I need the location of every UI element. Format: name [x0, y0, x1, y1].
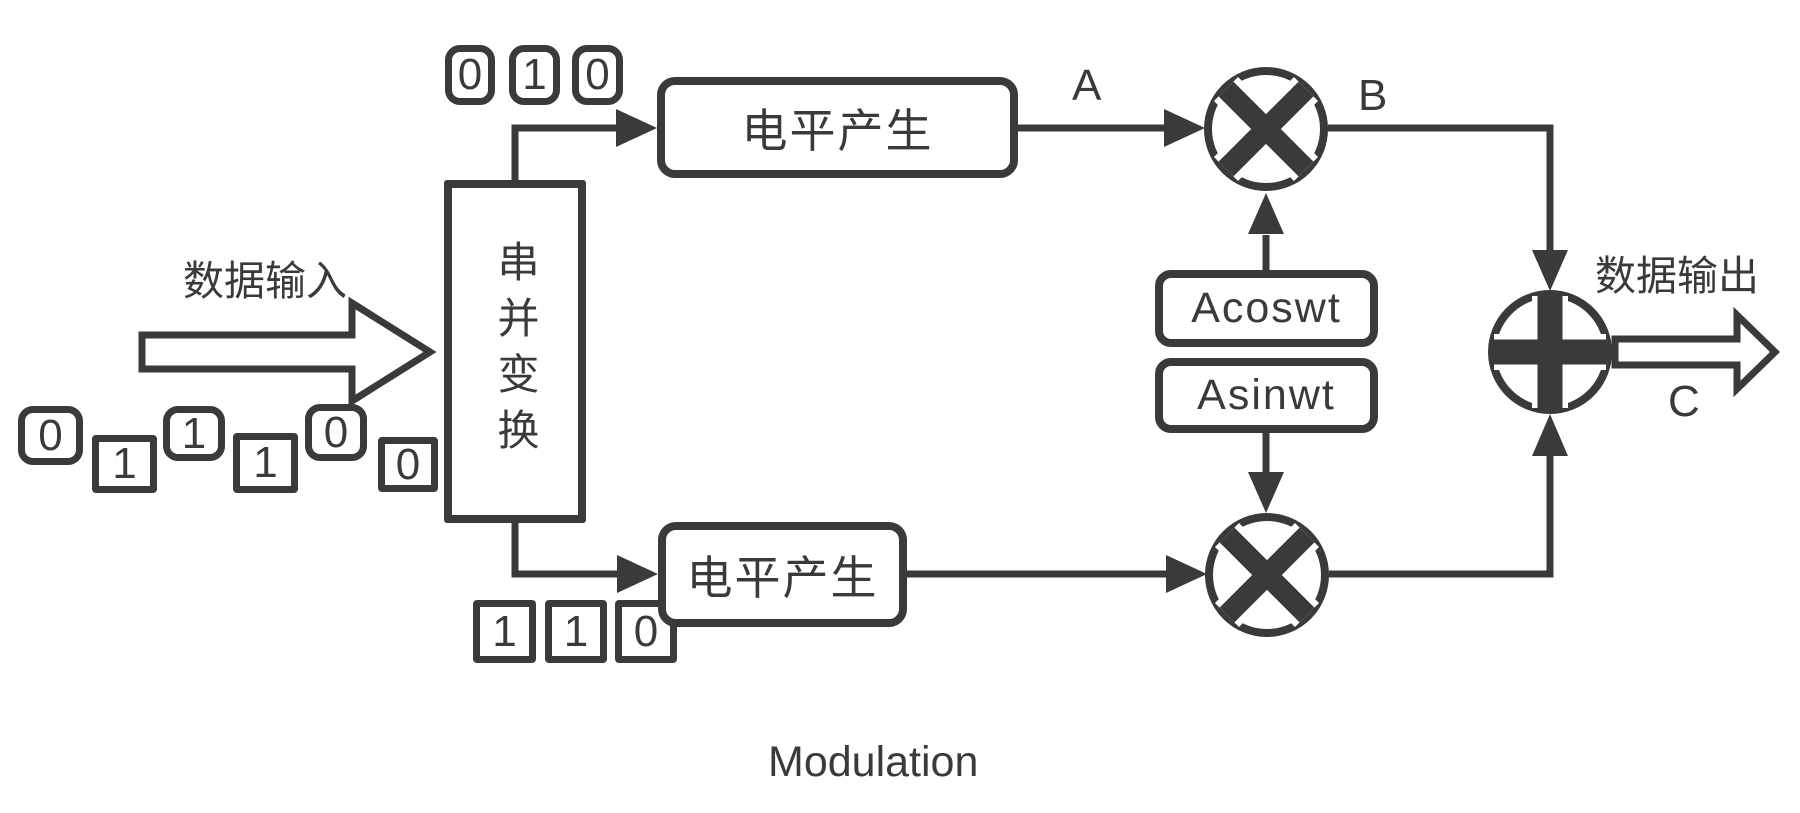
input-bit-2-value: 1	[112, 439, 137, 488]
input-bit-3-value: 1	[181, 408, 207, 458]
level-generator-top-label: 电平产生	[741, 104, 934, 157]
carrier-sin-label: Asinwt	[1197, 371, 1336, 419]
i-branch-bit-2: 1	[509, 45, 560, 105]
input-bit-6-value: 0	[395, 439, 421, 489]
q-branch-bit-2: 1	[545, 600, 607, 663]
q-branch-bit-1-value: 1	[492, 606, 517, 656]
data-input-label: 数据输入	[183, 258, 347, 304]
input-bit-2: 1	[92, 435, 157, 493]
connector-sp-to-levelgen-bottom	[511, 521, 619, 578]
node-b-label: B	[1358, 71, 1388, 120]
arrowhead-into-adder-top	[1532, 250, 1568, 291]
input-bit-5: 0	[305, 404, 367, 461]
arrowhead-into-levelgen-top	[616, 109, 657, 147]
input-bit-4: 1	[233, 433, 298, 493]
node-a-label: A	[1072, 61, 1102, 110]
q-branch-bit-3-value: 0	[633, 606, 659, 656]
i-branch-bit-1: 0	[445, 45, 495, 105]
level-generator-top-box: 电平产生	[657, 77, 1018, 178]
input-bit-6: 0	[378, 437, 438, 492]
carrier-cos-box: Acoswt	[1155, 270, 1378, 347]
data-output-label: 数据输出	[1595, 253, 1759, 299]
carrier-cos-label: Acoswt	[1191, 284, 1342, 332]
i-branch-bit-3: 0	[572, 45, 623, 105]
node-c-label: C	[1668, 377, 1700, 426]
diagram-title: Modulation	[768, 738, 979, 786]
q-branch-bit-1: 1	[473, 600, 536, 663]
level-generator-bottom-box: 电平产生	[658, 522, 907, 627]
arrowhead-into-adder-bottom	[1532, 414, 1568, 456]
connector-sp-to-levelgen-top	[511, 124, 618, 182]
data-output-arrow-icon	[1611, 306, 1781, 398]
input-bit-1: 0	[18, 406, 83, 465]
q-branch-bit-2-value: 1	[563, 606, 589, 656]
i-branch-bit-3-value: 0	[585, 50, 610, 99]
input-bit-3: 1	[163, 406, 225, 461]
data-input-arrow-icon	[138, 296, 437, 408]
carrier-sin-box: Asinwt	[1155, 358, 1378, 433]
arrowhead-into-mixer-bottom	[1166, 555, 1207, 593]
q-branch-bit-3: 0	[615, 600, 677, 663]
adder-icon	[1488, 290, 1612, 414]
input-bit-5-value: 0	[323, 407, 349, 457]
arrowhead-into-mixer-top-from-acoswt	[1248, 193, 1284, 234]
input-bit-4-value: 1	[253, 438, 278, 487]
multiplier-top-icon	[1204, 67, 1328, 191]
input-bit-1-value: 0	[38, 410, 63, 460]
serial-to-parallel-box: 串并变换	[444, 180, 586, 523]
arrowhead-into-mixer-top	[1164, 109, 1205, 147]
i-branch-bit-1-value: 0	[457, 50, 483, 99]
connector-mixer-bottom-to-adder	[1329, 455, 1554, 578]
multiplier-bottom-icon	[1205, 513, 1329, 637]
level-generator-bottom-label: 电平产生	[686, 551, 879, 604]
arrowhead-into-levelgen-bottom	[617, 555, 658, 593]
i-branch-bit-2-value: 1	[522, 50, 547, 99]
arrowhead-into-mixer-bottom-from-asinwt	[1248, 472, 1284, 513]
connector-mixer-top-to-adder	[1328, 124, 1554, 252]
serial-to-parallel-label: 串并变换	[492, 239, 539, 464]
